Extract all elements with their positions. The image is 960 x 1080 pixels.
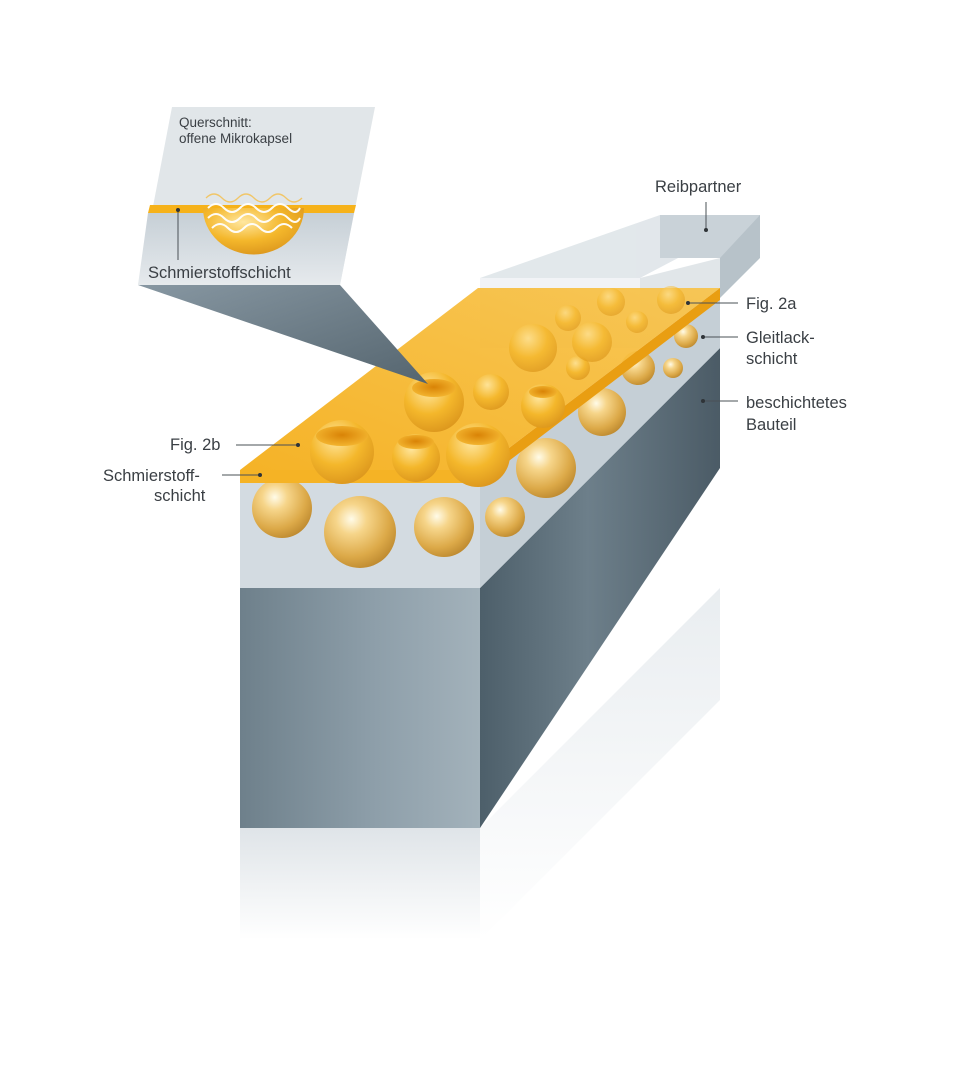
open-microcapsule-icon bbox=[446, 423, 510, 487]
surface-microcapsules bbox=[473, 286, 685, 410]
annotations: Reibpartner Fig. 2a Gleitlack- schicht b… bbox=[103, 178, 847, 505]
microcapsule-icon bbox=[473, 374, 509, 410]
microcapsule-icon bbox=[572, 322, 612, 362]
open-microcapsule-icon bbox=[521, 384, 565, 428]
label-fig2b: Fig. 2b bbox=[170, 436, 220, 454]
inset-layer-label: Schmierstoffschicht bbox=[148, 264, 291, 282]
microcapsule-icon bbox=[657, 286, 685, 314]
open-microcapsules bbox=[310, 372, 565, 487]
cross-section-inset: Querschnitt: offene Mikrokapsel Schmiers… bbox=[138, 107, 428, 384]
open-microcapsule-icon bbox=[392, 434, 440, 482]
inset-title-line1: Querschnitt: bbox=[179, 115, 252, 130]
microcapsule-icon bbox=[663, 358, 683, 378]
microcapsule-icon bbox=[414, 497, 474, 557]
label-schmierstoff-line1: Schmierstoff- bbox=[103, 467, 200, 485]
coated-component-block bbox=[240, 348, 720, 828]
microcapsule-icon bbox=[485, 497, 525, 537]
friction-partner bbox=[480, 215, 760, 298]
microcapsule-icon bbox=[555, 305, 581, 331]
microcapsule-icon bbox=[626, 311, 648, 333]
label-schmierstoff-line2: schicht bbox=[154, 487, 206, 505]
microcapsule-icon bbox=[516, 438, 576, 498]
inset-title-line2: offene Mikrokapsel bbox=[179, 131, 292, 146]
microcapsule-icon bbox=[578, 388, 626, 436]
microcapsule-icon bbox=[566, 356, 590, 380]
floor-reflection bbox=[240, 588, 720, 940]
open-microcapsule-icon bbox=[404, 372, 464, 432]
label-fig2a: Fig. 2a bbox=[746, 295, 797, 313]
open-microcapsule-icon bbox=[310, 420, 374, 484]
label-reibpartner: Reibpartner bbox=[655, 178, 742, 196]
embedded-microcapsules bbox=[252, 324, 698, 568]
label-gleitlack-line1: Gleitlack- bbox=[746, 329, 815, 347]
label-bauteil-line1: beschichtetes bbox=[746, 394, 847, 412]
microcapsule-icon bbox=[597, 288, 625, 316]
microcapsule-icon bbox=[509, 324, 557, 372]
inset-pointer bbox=[138, 285, 428, 384]
microcapsule-icon bbox=[324, 496, 396, 568]
label-gleitlack-line2: schicht bbox=[746, 350, 798, 368]
label-bauteil-line2: Bauteil bbox=[746, 416, 796, 434]
microcapsule-icon bbox=[252, 478, 312, 538]
